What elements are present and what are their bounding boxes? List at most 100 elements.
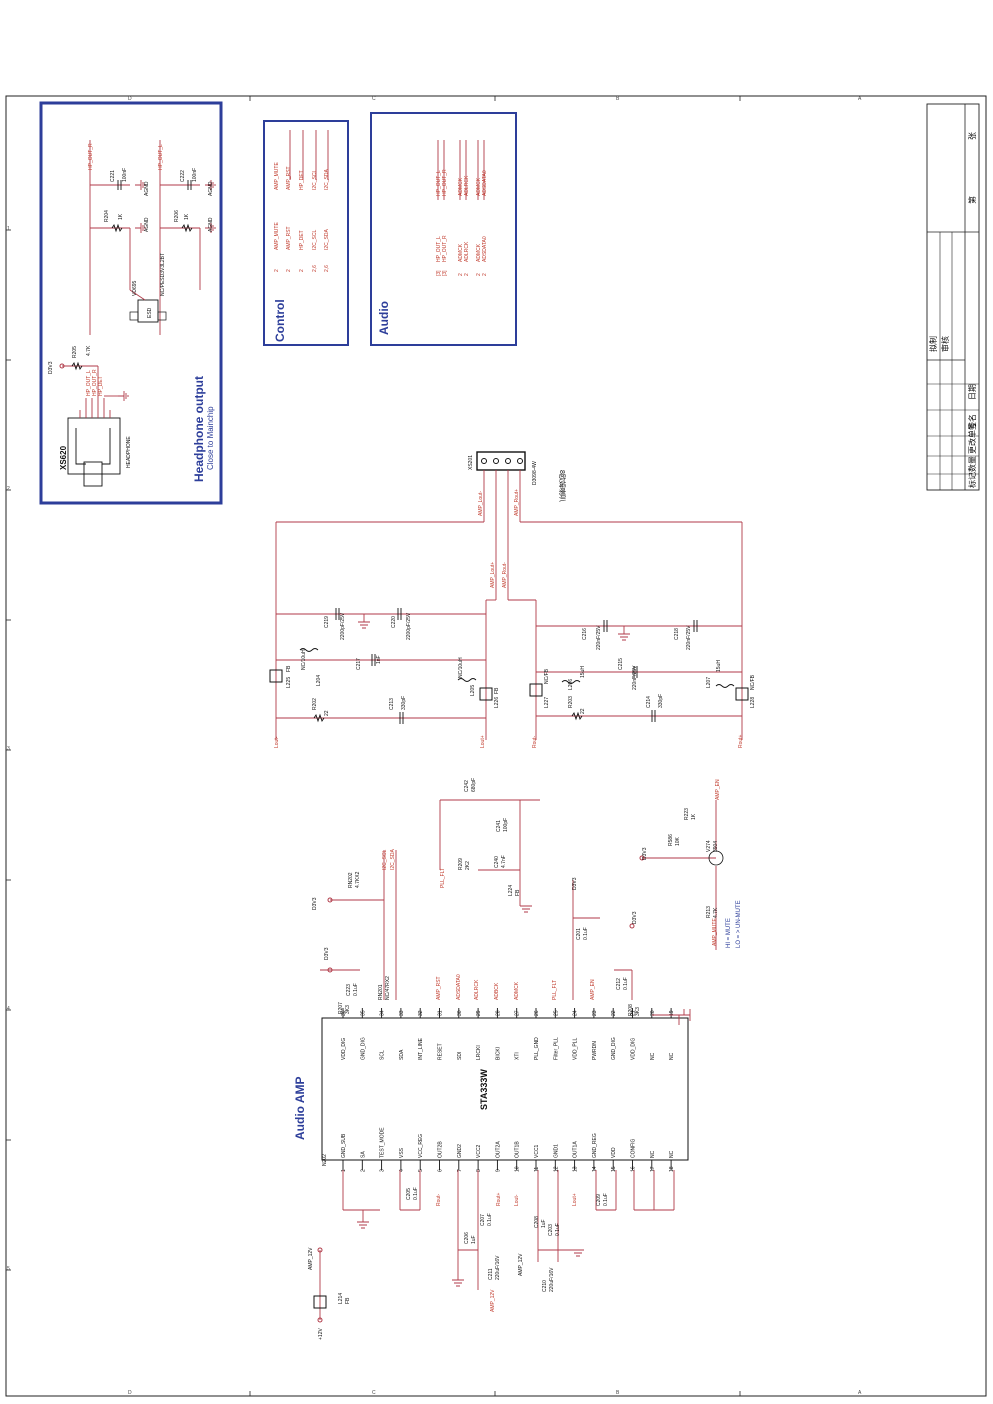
tick-left-3: 3 xyxy=(7,746,10,752)
amp-pin-name: GND_DIG xyxy=(360,1037,366,1060)
amp-part-value: 1uF xyxy=(541,1219,547,1228)
c221-val: 100nF xyxy=(122,168,128,182)
amp-pin-number: 33 xyxy=(399,1010,405,1016)
amp-pin-name: VDD_DIG xyxy=(631,1038,637,1060)
amp-part-ref: V274 xyxy=(706,840,712,852)
amp-part-ref: R208 xyxy=(628,1004,634,1016)
amp-part-value: 4.7KX2 xyxy=(355,871,361,888)
amp-pin-number: 20 xyxy=(650,1010,656,1016)
c220-val: 2200pF/25V xyxy=(406,612,412,640)
ctl-ref-1: 2 xyxy=(286,269,292,272)
amp-part-ref: C209 xyxy=(596,1194,602,1206)
hp-out-r-net: HP_OUT_R xyxy=(88,143,94,170)
amp-part-ref: R586 xyxy=(668,834,674,846)
esd-ref: VD695 xyxy=(132,280,138,296)
amp-pin-name: VDD xyxy=(611,1147,617,1158)
c213-ref: C213 xyxy=(389,698,395,710)
amp-part-ref: C241 xyxy=(496,820,502,832)
tick-left-2: 2 xyxy=(7,486,10,492)
tb-draw: 拟制 xyxy=(928,336,938,352)
output-filter xyxy=(269,522,749,740)
amp-pin-number: 35 xyxy=(360,1010,366,1016)
aud-net-3: ADLRCK xyxy=(464,241,470,262)
amp-pin-number: 17 xyxy=(650,1166,656,1172)
amp-part-value: 0.1uF xyxy=(413,1187,419,1200)
amp-part-value: 0.1uF xyxy=(487,1213,493,1226)
aud-net-1-r: HP_OUT_R xyxy=(442,169,448,196)
amp-pin-number: 5 xyxy=(418,1169,424,1172)
amp-pin-number: 36 xyxy=(341,1010,347,1016)
l204-val: NC/10uH xyxy=(301,649,307,670)
amp-part-value: FB xyxy=(345,1297,351,1304)
r204-val: 1K xyxy=(118,213,124,220)
c219-ref: C219 xyxy=(324,616,330,628)
amp-pin-name: XTI xyxy=(515,1052,521,1060)
rail-12v: +12V xyxy=(318,1328,324,1340)
spk-lout-neg: AMP_Lout- xyxy=(478,491,484,516)
amp-part-value: 2K2 xyxy=(465,861,471,870)
rail-d3v3-b: D3V3 xyxy=(324,947,330,960)
amp-pin-name: PWRDN xyxy=(592,1041,598,1060)
amp-ref: N202 xyxy=(322,1154,328,1166)
amp-part-value: 0.1uF xyxy=(353,983,359,996)
tick-top-4: A xyxy=(858,96,862,102)
c218-val: 220nF/25V xyxy=(686,625,692,650)
l206-val: 15uH xyxy=(580,666,586,678)
sheet-frame xyxy=(5,95,987,1397)
ctl-net-3: I2C_SCL xyxy=(312,229,318,250)
amp-title: Audio AMP xyxy=(293,1076,307,1140)
net-adsdata0: ADSDATA0 xyxy=(456,974,462,1000)
aud-net-3-r: ADLRCK xyxy=(464,175,470,196)
amp-pin-number: 26 xyxy=(534,1010,540,1016)
c222-val: 100nF xyxy=(192,168,198,182)
rail-amp12v-b: AMP_12V xyxy=(490,1289,496,1312)
amp-pin-number: 22 xyxy=(611,1010,617,1016)
tick-left-4: 4 xyxy=(7,1006,10,1012)
amp-part-value: 680pF xyxy=(471,778,477,792)
rail-amp12v-a: AMP_12V xyxy=(308,1247,314,1270)
amp-part-value: 1K xyxy=(691,813,697,820)
amp-pin-name: OUT1B xyxy=(515,1141,521,1158)
ctl-ref-3: 2,6 xyxy=(312,265,318,272)
spk-lout-pos: AMP_Lout+ xyxy=(490,562,496,588)
l205-val: NC/10uH xyxy=(458,657,464,678)
ctl-ref-0: 2 xyxy=(274,269,280,272)
net-rout-pos: Rout+ xyxy=(496,1192,502,1206)
amp-part-value: 220uF/16V xyxy=(495,1255,501,1280)
audio-box xyxy=(370,112,517,346)
amp-pin-number: 12 xyxy=(553,1166,559,1172)
tick-bot-4: A xyxy=(858,1390,862,1396)
amp-pin-name: OUT2A xyxy=(495,1141,501,1158)
amp-part-ref: R223 xyxy=(684,808,690,820)
tick-top-2: C xyxy=(372,96,376,102)
amp-pin-name: NC xyxy=(669,1052,675,1060)
ctl-net-1-r: AMP_RST xyxy=(286,166,292,190)
ctl-net-4-r: I2C_SDA xyxy=(324,168,330,190)
aud-net-4-r: ADMCK xyxy=(476,177,482,196)
c215-val: 220nF/25V xyxy=(632,665,638,690)
headphone-subtitle: Close to Mainchip xyxy=(206,406,215,470)
audio-title: Audio xyxy=(377,301,391,335)
net-lout-pos: Lout+ xyxy=(572,1193,578,1206)
amp-pin-number: 6 xyxy=(438,1169,444,1172)
amp-pin-number: 8 xyxy=(476,1169,482,1172)
c217-ref: C217 xyxy=(356,658,362,670)
r204-ref: R204 xyxy=(104,210,110,222)
amp-pin-name: CONFIG xyxy=(631,1138,637,1158)
headphone-title: Headphone output xyxy=(192,376,206,482)
spk-label: 8欧姆喇叭 xyxy=(558,470,567,502)
amp-pin-number: 18 xyxy=(669,1166,675,1172)
amp-part-ref: C208 xyxy=(534,1216,540,1228)
amp-pin-stubs xyxy=(342,1008,672,1170)
amp-part-ref: R213 xyxy=(706,906,712,918)
amp-part-ref: R209 xyxy=(458,858,464,870)
net-lout-neg: Lout- xyxy=(514,1194,520,1206)
c213-val: 330pF xyxy=(401,696,407,710)
l225-ref: L225 xyxy=(286,677,292,688)
tick-top-3: B xyxy=(616,96,620,102)
c216-ref: C216 xyxy=(582,628,588,640)
tb-qty: 数量 xyxy=(967,456,977,472)
jack-name: HEADPHONE xyxy=(126,436,132,468)
rail-d3v3-a: D3V3 xyxy=(312,897,318,910)
r203-val: 22 xyxy=(580,708,586,714)
